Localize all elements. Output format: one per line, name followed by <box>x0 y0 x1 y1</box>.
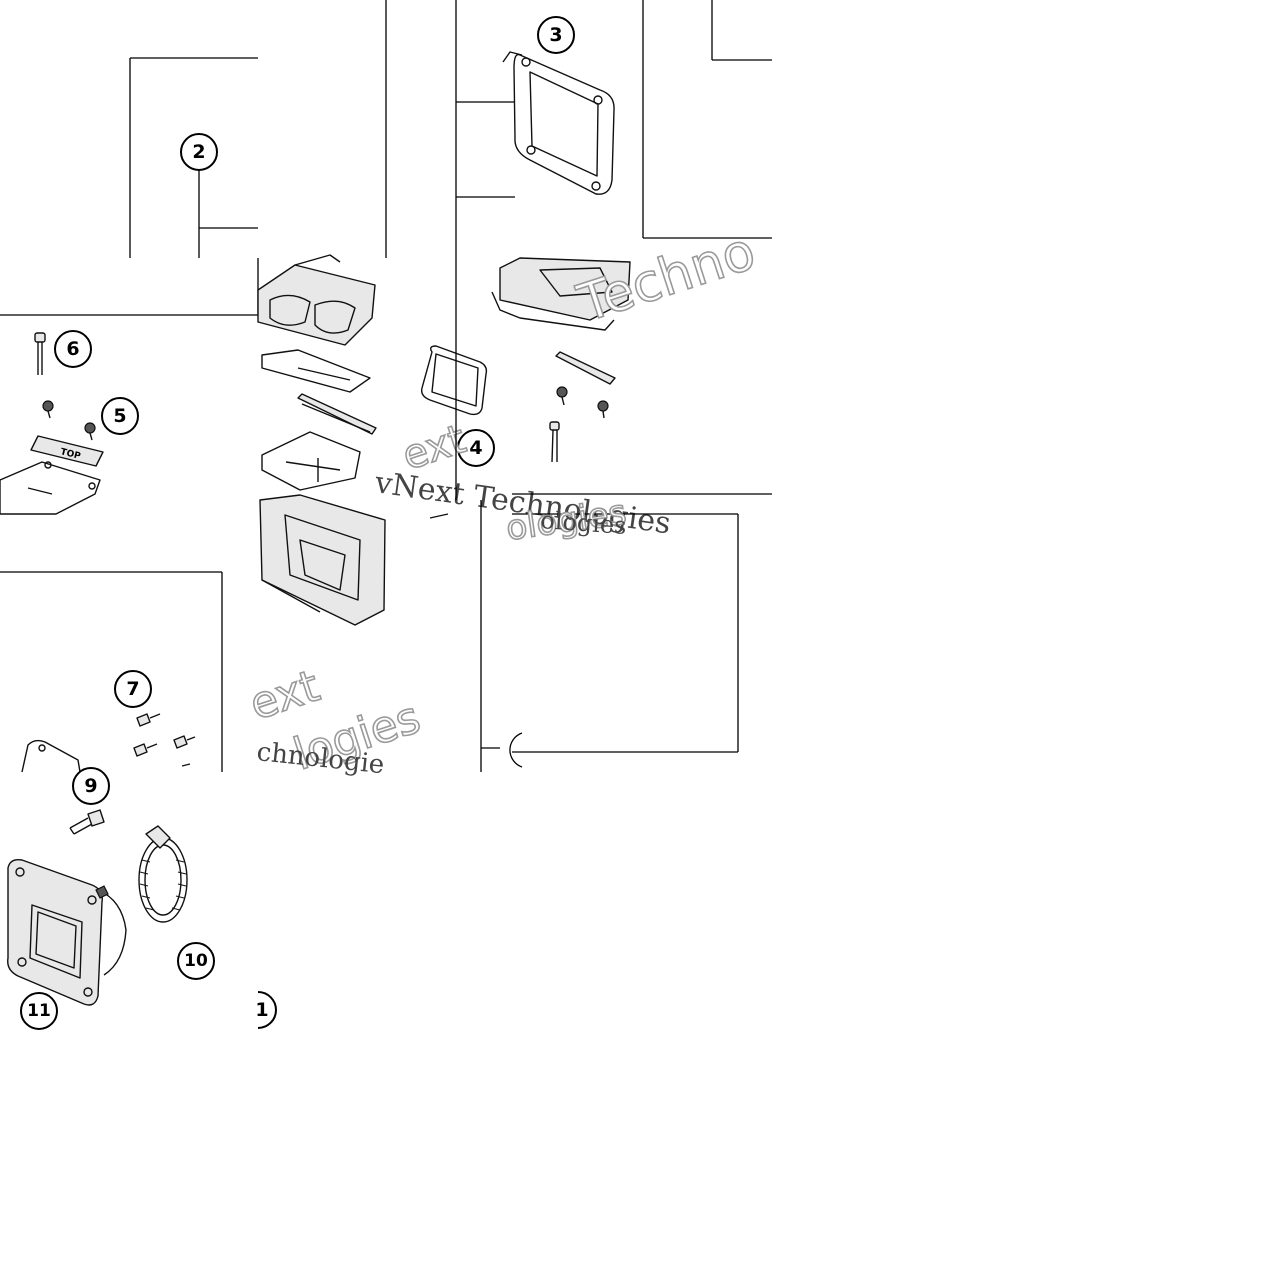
hose-clamp-part-10 <box>138 825 188 923</box>
callout-3-label: 3 <box>549 24 562 46</box>
callout-10-label: 10 <box>184 951 208 971</box>
tile-bottom-middle: ext logies chnologie 1 <box>243 660 427 1029</box>
top-plate-label: TOP <box>59 447 82 462</box>
intake-manifold-part-11 <box>7 858 127 1006</box>
callout-6: 6 <box>54 330 92 368</box>
reed-stop-part <box>297 393 377 435</box>
reed-petal-part <box>0 461 101 515</box>
callout-2-label: 2 <box>192 141 205 163</box>
tile-lower-right: ologies ologies <box>480 492 739 772</box>
callout-3: 3 <box>537 16 575 54</box>
gasket-part-3 <box>502 51 615 195</box>
reed-stop-side <box>555 351 616 385</box>
callout-9-label: 9 <box>84 775 97 797</box>
callout-7: 7 <box>114 670 152 708</box>
reed-petal-upper <box>261 349 371 393</box>
oring-part-4 <box>420 345 488 416</box>
reed-housing-part <box>259 494 386 626</box>
reed-petal-lower <box>261 431 361 491</box>
callout-4: 4 <box>457 429 495 467</box>
tile-top-middle: 3 <box>385 0 772 258</box>
callout-4-label: 4 <box>469 437 482 459</box>
small-bolts-part-7 <box>133 713 196 767</box>
callout-7-label: 7 <box>126 678 139 700</box>
callout-11: 11 <box>20 992 58 1030</box>
callout-10: 10 <box>177 942 215 980</box>
tile-top-left: 2 <box>129 57 258 258</box>
top-plate-part: TOP <box>30 435 104 467</box>
callout-2: 2 <box>180 133 218 171</box>
callout-1: 1 <box>255 991 277 1029</box>
flange-bolt-part-9 <box>69 809 105 835</box>
callout-6-label: 6 <box>66 338 79 360</box>
tile-upper-right: Techno <box>455 220 772 500</box>
callout-9: 9 <box>72 767 110 805</box>
long-bolt-part-6 <box>34 332 46 375</box>
reed-cage-side-part <box>491 257 631 331</box>
watermark-ologies-serif: ologies <box>540 506 628 540</box>
tile-upper-left: 6 5 TOP <box>0 258 259 515</box>
callout-1-label: 1 <box>255 999 268 1021</box>
watermark-ext: ext <box>244 660 326 730</box>
screws-side <box>549 386 609 463</box>
callout-11-label: 11 <box>27 1001 51 1021</box>
center-bolt-part <box>429 513 449 519</box>
callout-5-label: 5 <box>113 405 126 427</box>
screw-parts-5 <box>42 400 96 441</box>
callout-5: 5 <box>101 397 139 435</box>
reed-cage-top-part <box>257 254 376 346</box>
tile-lower-left: 7 9 <box>0 571 223 1030</box>
